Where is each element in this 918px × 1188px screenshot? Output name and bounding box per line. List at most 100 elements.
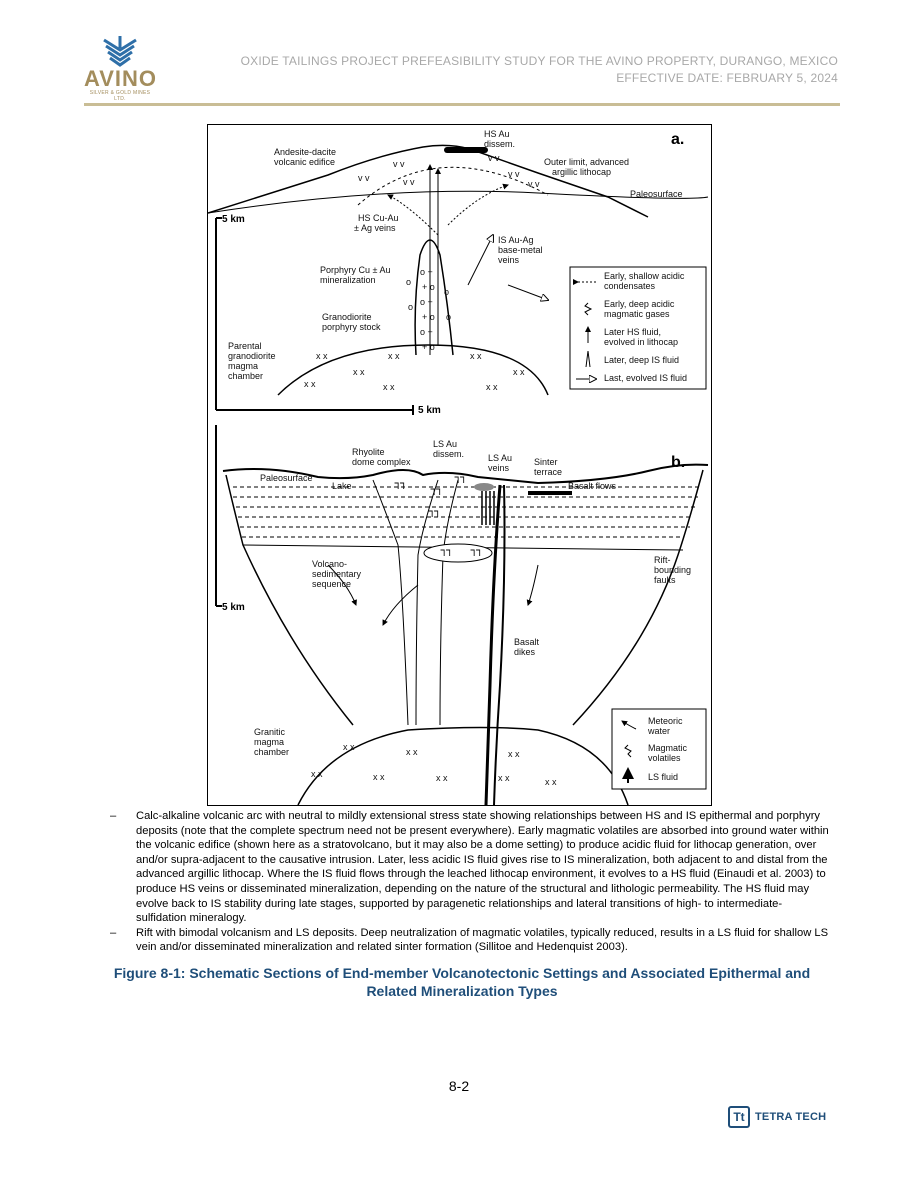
- legend-zigzag-icon: [624, 744, 632, 758]
- svg-text:x x: x x: [316, 351, 328, 361]
- label-hs-veins: HS Cu-Au: [358, 213, 399, 223]
- svg-text:x x: x x: [486, 382, 498, 392]
- lithocap-outline: [357, 166, 549, 206]
- label-outer-limit: Outer limit, advanced: [544, 157, 629, 167]
- figure-title-line: Figure 8-1: Schematic Sections of End-me…: [113, 965, 811, 981]
- header-title: OXIDE TAILINGS PROJECT PREFEASIBILITY ST…: [240, 54, 838, 68]
- svg-text:v v: v v: [528, 179, 540, 189]
- label-rhyolite: dome complex: [352, 457, 411, 467]
- svg-text:x x: x x: [513, 367, 525, 377]
- label-sinter: Sinter: [534, 457, 558, 467]
- schematic-sections-svg: a. v vv vv v v vv vv v o ++ oo + + oo ++…: [208, 129, 709, 805]
- label-lake: Lake: [332, 481, 352, 491]
- label-porphyry: Porphyry Cu ± Au: [320, 265, 390, 275]
- legend-b-item: Meteoric: [648, 716, 683, 726]
- legend-a-item: Early, shallow acidic: [604, 271, 685, 281]
- svg-text:x x: x x: [498, 773, 510, 783]
- label-granitic-chamber: magma: [254, 737, 284, 747]
- svg-text:v v: v v: [488, 153, 500, 163]
- avino-emblem-icon: [103, 36, 137, 67]
- label-hs-dissem: dissem.: [484, 139, 515, 149]
- svg-text:o: o: [446, 312, 451, 322]
- header-divider: [84, 103, 840, 106]
- caption-text: Calc-alkaline volcanic arc with neutral …: [136, 810, 829, 925]
- label-ls-dissem: LS Au: [433, 439, 457, 449]
- dome-feeder: [439, 479, 459, 726]
- svg-text:x x: x x: [383, 382, 395, 392]
- caption-dash: –: [110, 810, 117, 822]
- label-parental-chamber: magma: [228, 361, 258, 371]
- hs-dissem-body: [444, 147, 488, 153]
- label-hs-dissem: HS Au: [484, 129, 510, 139]
- document-header: OXIDE TAILINGS PROJECT PREFEASIBILITY ST…: [241, 53, 838, 87]
- figure-title-line: Related Mineralization Types: [366, 983, 558, 999]
- logo-wordmark: AVINO: [84, 66, 158, 91]
- label-ls-veins: veins: [488, 463, 510, 473]
- label-volcano-sedimentary: sedimentary: [312, 569, 362, 579]
- is-fluid-arrow: [467, 235, 493, 286]
- svg-text:x x: x x: [343, 742, 355, 752]
- svg-text:x x: x x: [470, 351, 482, 361]
- tetra-tech-logo: Tt TETRA TECH: [728, 1105, 826, 1129]
- label-ls-veins: LS Au: [488, 453, 512, 463]
- svg-text:x x: x x: [373, 772, 385, 782]
- panel-b-depth-scale: 5 km: [222, 602, 245, 613]
- label-parental-chamber: chamber: [228, 371, 263, 381]
- label-rift-faults: bounding: [654, 565, 691, 575]
- label-ls-dissem: dissem.: [433, 449, 464, 459]
- label-basalt-flows: Basalt flows: [568, 481, 617, 491]
- svg-text:v v: v v: [508, 169, 520, 179]
- svg-text:o: o: [408, 302, 413, 312]
- svg-text:ᒣᒣ: ᒣᒣ: [470, 548, 481, 558]
- label-is-veins: IS Au-Ag: [498, 235, 534, 245]
- figure-title: Figure 8-1: Schematic Sections of End-me…: [84, 964, 840, 1000]
- label-parental-chamber: granodiorite: [228, 351, 276, 361]
- magma-chamber: [277, 344, 549, 396]
- svg-text:+ o: + o: [422, 312, 435, 322]
- rift-wall-left: [225, 474, 354, 726]
- svg-text:o: o: [406, 277, 411, 287]
- label-rhyolite: Rhyolite: [352, 447, 385, 457]
- label-paleosurface-b: Paleosurface: [260, 473, 313, 483]
- ls-dissem-body: [474, 483, 494, 491]
- label-is-veins: veins: [498, 255, 520, 265]
- panel-b-label: b.: [671, 454, 685, 471]
- svg-text:+ o: + o: [422, 282, 435, 292]
- dome-feeder: [372, 479, 409, 726]
- svg-text:x x: x x: [388, 351, 400, 361]
- legend-a-item: Later, deep IS fluid: [604, 355, 679, 365]
- svg-text:x x: x x: [311, 769, 323, 779]
- header-effective-date: EFFECTIVE DATE: FEBRUARY 5, 2024: [616, 71, 838, 85]
- legend-zigzag-icon: [584, 302, 593, 316]
- svg-text:v v: v v: [403, 177, 415, 187]
- svg-text:x x: x x: [304, 379, 316, 389]
- label-outer-limit: argillic lithocap: [552, 167, 611, 177]
- is-fluid-arrow: [507, 284, 548, 300]
- label-granitic-chamber: chamber: [254, 747, 289, 757]
- svg-text:ᒣᒣ: ᒣᒣ: [440, 548, 451, 558]
- logo-tagline: SILVER & GOLD MINES LTD.: [89, 90, 151, 102]
- ground-surface: [222, 463, 709, 485]
- caption-text: Rift with bimodal volcanism and LS depos…: [136, 926, 829, 954]
- basalt-flows: [528, 491, 572, 495]
- label-volcano-sedimentary: sequence: [312, 579, 351, 589]
- panel-a: a. v vv vv v v vv vv v o ++ oo + + oo ++…: [208, 129, 709, 416]
- legend-meteoric-icon: [621, 720, 637, 730]
- dome-feeder: [415, 479, 439, 726]
- caption-item: – Calc-alkaline volcanic arc with neutra…: [110, 809, 832, 926]
- legend-b-item: volatiles: [648, 753, 681, 763]
- meteoric-arrow: [526, 564, 539, 606]
- tetra-tech-mark-icon: Tt: [728, 1106, 750, 1128]
- svg-text:x x: x x: [436, 773, 448, 783]
- avino-logo: AVINO SILVER & GOLD MINES LTD.: [84, 36, 158, 102]
- label-edifice: volcanic edifice: [274, 157, 335, 167]
- svg-text:x x: x x: [353, 367, 365, 377]
- legend-a-item: evolved in lithocap: [604, 337, 678, 347]
- panel-a-legend: Early, shallow acidic condensates Early,…: [569, 266, 707, 390]
- label-rift-faults: faults: [654, 575, 676, 585]
- argillic-marks: v vv vv v v vv vv v: [358, 153, 540, 189]
